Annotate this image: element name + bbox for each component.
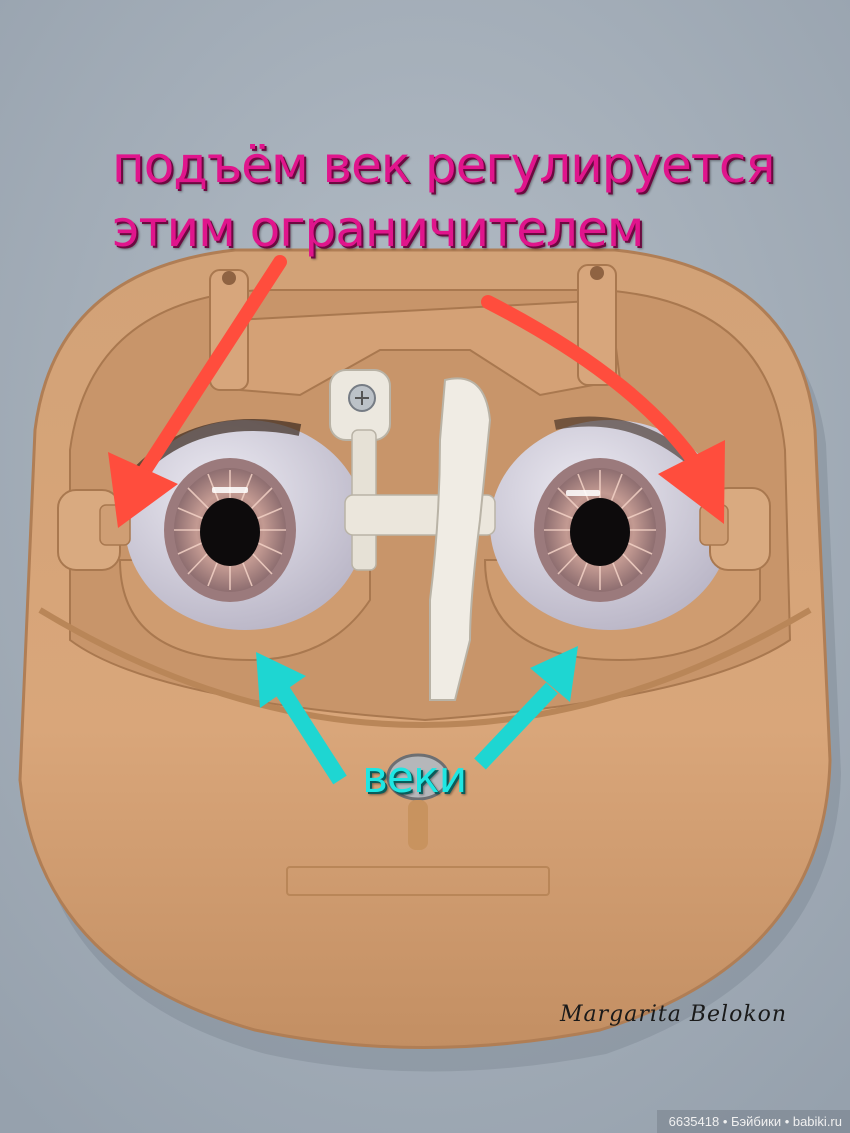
eye-mechanism <box>329 369 496 701</box>
caption-line-1: подъём век регулируется <box>112 136 775 194</box>
limiter-right <box>699 487 771 571</box>
author-signature: Margarita Belokon <box>560 1002 788 1027</box>
red-arrow-left <box>108 255 287 528</box>
red-arrow-right <box>481 295 725 524</box>
eyelids-label: веки <box>362 752 467 803</box>
cyan-arrow-right <box>474 646 578 770</box>
caption-line-2: этим ограничителем <box>112 200 644 258</box>
cyan-arrow-left <box>256 652 347 785</box>
eyeball-left <box>125 419 365 630</box>
site-watermark: 6635418 • Бэйбики • babiki.ru <box>656 1110 850 1133</box>
